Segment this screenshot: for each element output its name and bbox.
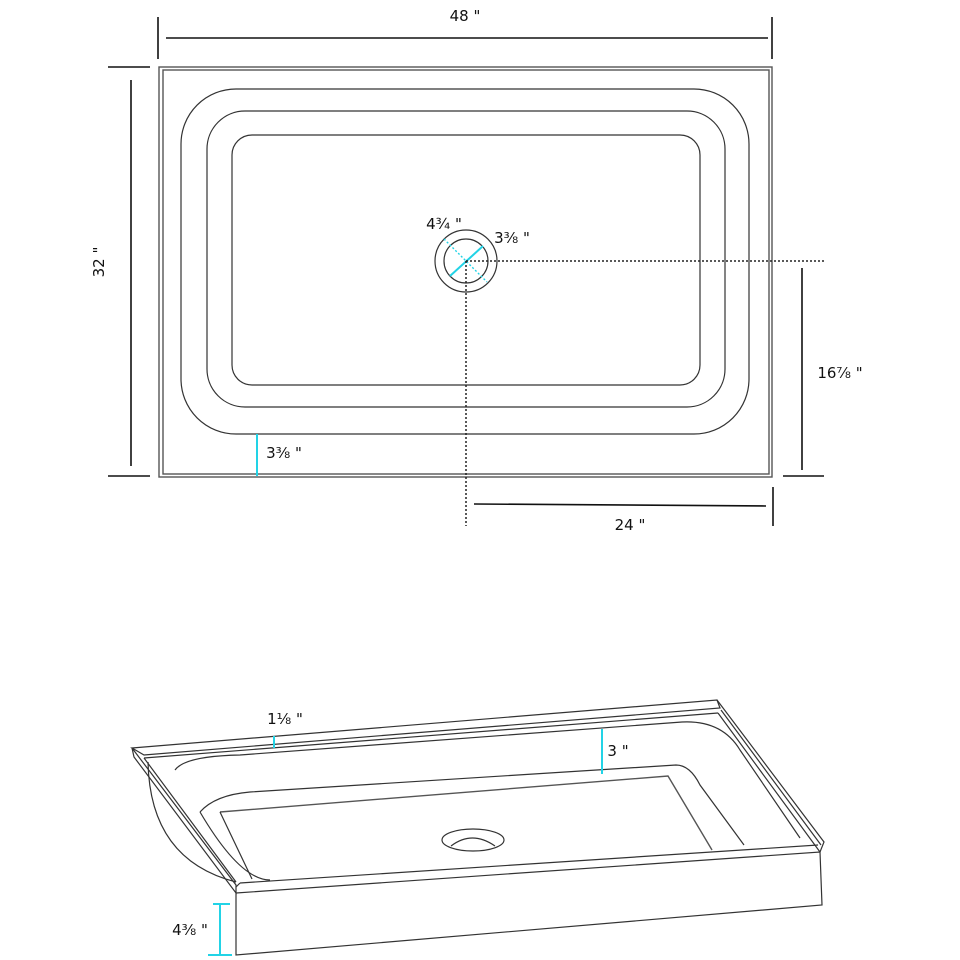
wall-thickness-label: 1⅛ ": [267, 710, 303, 728]
threshold-label: 3⅜ ": [266, 444, 302, 462]
drain-inner-label: 3⅜ ": [494, 229, 530, 247]
depth-label: 32 ": [90, 247, 108, 278]
outer-rim: [158, 66, 773, 478]
drain-offset-x-dimension: [473, 487, 774, 526]
floor-recess-edge: [219, 775, 713, 851]
left-rim: [131, 747, 237, 895]
curb-height-label: 3 ": [607, 742, 628, 760]
front-face: [235, 851, 823, 956]
isometric-view: 1⅛ " 3 " 4⅜ ": [130, 699, 825, 956]
back-rim-top: [130, 699, 721, 756]
width-label: 48 ": [450, 7, 481, 25]
depth-dimension: [108, 66, 150, 477]
drain-offset-y-label: 16⅞ ": [817, 364, 862, 382]
curb-outline: [180, 88, 750, 435]
base-height-marker: [208, 903, 232, 956]
right-rim: [716, 699, 825, 854]
back-wall-edge: [143, 712, 719, 759]
drain-offset-x-label: 24 ": [615, 516, 646, 534]
width-dimension: [157, 17, 773, 59]
drain-offset-y-dimension: [783, 268, 824, 477]
top-view: 48 " 32 " 4¾ " 3⅜ " 16⅞ " 24 " 3⅜ ": [90, 7, 863, 534]
floor-inner-outline: [231, 134, 701, 386]
drain-outer-label: 4¾ ": [426, 215, 462, 233]
base-height-label: 4⅜ ": [172, 921, 208, 939]
iso-drain: [441, 828, 505, 852]
